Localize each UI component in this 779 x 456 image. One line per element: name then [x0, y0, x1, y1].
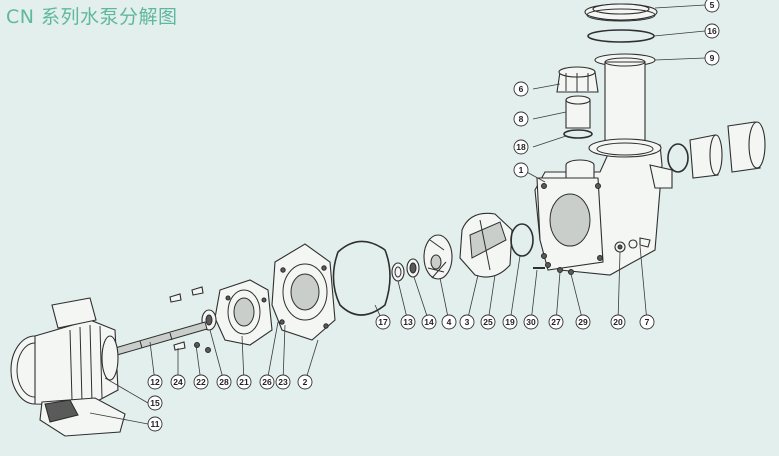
lid-o-ring: [587, 29, 655, 43]
callout-9: 9: [704, 50, 720, 66]
callout-19: 19: [502, 314, 518, 330]
svg-text:24: 24: [173, 377, 183, 387]
svg-text:3: 3: [465, 317, 470, 327]
svg-text:14: 14: [424, 317, 434, 327]
svg-text:25: 25: [483, 317, 493, 327]
svg-text:19: 19: [505, 317, 515, 327]
svg-text:9: 9: [710, 53, 715, 63]
svg-text:12: 12: [150, 377, 160, 387]
side-o-ring: [667, 143, 689, 173]
callout-1: 1: [513, 162, 529, 178]
svg-text:26: 26: [262, 377, 272, 387]
motor-base: [39, 397, 126, 437]
callout-5: 5: [704, 0, 720, 13]
svg-text:18: 18: [516, 142, 526, 152]
callout-20: 20: [610, 314, 626, 330]
svg-text:7: 7: [645, 317, 650, 327]
svg-text:13: 13: [403, 317, 413, 327]
svg-text:2: 2: [303, 377, 308, 387]
svg-text:4: 4: [447, 317, 452, 327]
callout-6: 6: [513, 81, 529, 97]
callout-30: 30: [523, 314, 539, 330]
callout-17: 17: [375, 314, 391, 330]
svg-text:23: 23: [278, 377, 288, 387]
callout-4: 4: [441, 314, 457, 330]
svg-text:28: 28: [219, 377, 229, 387]
svg-text:27: 27: [551, 317, 561, 327]
diffuser-o-ring: [510, 223, 534, 257]
svg-text:22: 22: [196, 377, 206, 387]
svg-text:15: 15: [150, 398, 160, 408]
strainer-lid: [584, 3, 658, 22]
svg-text:5: 5: [710, 0, 715, 10]
seal-spring: [391, 262, 405, 282]
callout-3: 3: [459, 314, 475, 330]
callout-8: 8: [513, 111, 529, 127]
callout-27: 27: [548, 314, 564, 330]
svg-text:21: 21: [239, 377, 249, 387]
page-title: CN 系列水泵分解图: [6, 6, 178, 28]
callout-12: 12: [147, 374, 163, 390]
callout-13: 13: [400, 314, 416, 330]
bracket-bolts: [169, 286, 211, 353]
motor: [10, 297, 119, 406]
callout-23: 23: [275, 374, 291, 390]
svg-text:17: 17: [378, 317, 388, 327]
callout-21: 21: [236, 374, 252, 390]
impeller: [423, 234, 453, 280]
callout-7: 7: [639, 314, 655, 330]
callout-2: 2: [297, 374, 313, 390]
union-o-ring: [563, 129, 593, 139]
callout-24: 24: [170, 374, 186, 390]
drain-plug: [614, 237, 651, 253]
callout-11: 11: [147, 416, 163, 432]
svg-text:16: 16: [707, 26, 717, 36]
callout-14: 14: [421, 314, 437, 330]
callout-16: 16: [704, 23, 720, 39]
callout-22: 22: [193, 374, 209, 390]
svg-text:8: 8: [519, 114, 524, 124]
callout-29: 29: [575, 314, 591, 330]
union-nut: [556, 66, 599, 93]
svg-text:30: 30: [526, 317, 536, 327]
callout-26: 26: [259, 374, 275, 390]
body-o-ring: [332, 240, 391, 316]
callout-25: 25: [480, 314, 496, 330]
pump-body: [534, 138, 673, 276]
callout-15: 15: [147, 395, 163, 411]
mechanical-seal: [406, 258, 420, 278]
side-union-nut: [727, 121, 766, 173]
callout-28: 28: [216, 374, 232, 390]
motor-bracket: [214, 279, 273, 346]
svg-text:11: 11: [151, 419, 160, 429]
svg-text:6: 6: [519, 84, 524, 94]
side-union-tail: [689, 134, 723, 179]
svg-text:29: 29: [578, 317, 588, 327]
callout-18: 18: [513, 139, 529, 155]
housing-screws: [533, 262, 574, 275]
union-tail: [565, 95, 591, 129]
svg-text:20: 20: [613, 317, 623, 327]
seal-plate: [271, 243, 336, 341]
leader-lines: [89, 4, 706, 425]
svg-text:1: 1: [519, 165, 524, 175]
strainer-basket: [594, 53, 656, 146]
motor-shaft: [114, 321, 208, 356]
diffuser: [459, 212, 513, 278]
